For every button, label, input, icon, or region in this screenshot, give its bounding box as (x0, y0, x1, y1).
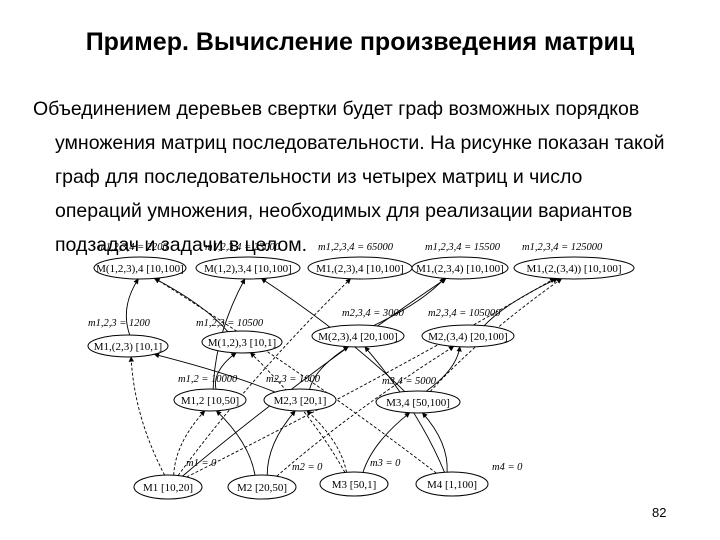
graph-node: M(1,2,3),4 [10,100] m1,2,3,4 = 2200 (93, 242, 187, 280)
node-cost-label: m1,2,3,4 = 2200 (98, 242, 169, 253)
graph-edge (182, 278, 447, 477)
graph-edge (422, 412, 448, 473)
graph-node: M3 [50,1] m3 = 0 (319, 458, 401, 497)
graph-node: M1,(2,3) [10,1] m1,2,3 = 1200 (87, 318, 169, 358)
node-cost-label: m1,2,3 = 1200 (88, 318, 151, 329)
graph-edge (214, 352, 237, 390)
graph-node: M2 [20,50] m2 = 0 (227, 462, 323, 500)
node-ellipse (513, 256, 635, 280)
graph-node: M(2,3),4 [20,100] m2,3,4 = 3000 (311, 308, 405, 348)
paragraph-line: подзадач и задачи в целом. (55, 234, 308, 256)
node-ellipse (263, 388, 337, 412)
graph-node: M3,4 [50,100] m3,4 = 5000 (375, 376, 461, 414)
node-ellipse (319, 471, 389, 497)
graph-edge (128, 356, 165, 476)
node-cost-label: m4 = 0 (492, 462, 523, 473)
graph-edges (125, 277, 563, 478)
graph-edge (153, 278, 229, 332)
node-label: M1,(2,(3,4)) [10,100] (526, 263, 621, 275)
graph-node: M1,(2,(3,4)) [10,100] m1,2,3,4 = 125000 (513, 242, 635, 280)
graph-edge (250, 352, 346, 473)
graph-edge (266, 410, 296, 476)
node-label: M(1,2),3,4 [10,100] (204, 263, 292, 275)
node-cost-label: m1 = 0 (186, 458, 217, 469)
paragraph-line: Объединением деревьев свертки будет граф… (33, 98, 640, 120)
description-paragraph: Объединением деревьев свертки будет граф… (33, 92, 693, 262)
node-cost-label: m2,3,4 = 3000 (342, 308, 405, 319)
node-cost-label: m3 = 0 (370, 458, 401, 469)
node-cost-label: m1,2,3 = 10500 (196, 318, 264, 329)
graph-node: M1,(2,3,4) [10,100] m1,2,3,4 = 15500 (411, 242, 509, 280)
graph-node: M2,(3,4) [20,100] m2,3,4 = 105000 (421, 308, 515, 348)
graph-edge (483, 278, 559, 327)
page-number: 82 (652, 505, 667, 520)
node-ellipse (93, 256, 187, 280)
node-label: M1,(2,3) [10,1] (94, 341, 162, 353)
node-ellipse (411, 256, 509, 280)
node-ellipse (311, 324, 405, 348)
graph-node: M1,(2,3),4 [10,100] m1,2,3,4 = 65000 (307, 242, 413, 280)
graph-edge (173, 410, 206, 476)
node-ellipse (87, 334, 169, 358)
paragraph-line: граф для последовательности из четырех м… (55, 166, 583, 188)
graph-edge (125, 278, 139, 336)
graph-edge (362, 412, 411, 473)
node-ellipse (173, 388, 247, 412)
node-ellipse (227, 474, 297, 500)
graph-node: M(1,2),3,4 [10,100] m1,2,3,4 = 23000 (195, 242, 301, 280)
node-cost-label: m1,2,3,4 = 65000 (318, 242, 394, 253)
graph-edge (306, 410, 347, 473)
node-label: M2,(3,4) [20,100] (428, 331, 507, 343)
node-label: M3,4 [50,100] (386, 397, 450, 409)
paragraph-line: умножения матриц последовательности. На … (55, 132, 665, 154)
node-label: M1 [10,20] (143, 482, 193, 494)
node-label: M2 [20,50] (237, 482, 287, 494)
node-label: M(2,3),4 [20,100] (318, 331, 397, 343)
node-cost-label: m3,4 = 5000 (382, 376, 437, 387)
node-ellipse (375, 390, 461, 414)
node-label: M(1,2,3),4 [10,100] (96, 263, 184, 275)
graph-edge (154, 278, 437, 474)
paragraph-line: операций умножения, необходимых для реал… (55, 200, 633, 222)
node-ellipse (133, 474, 203, 500)
graph-edge (216, 410, 256, 476)
graph-node: M2,3 [20,1] m2,3 = 1000 (263, 374, 337, 412)
node-label: M3 [50,1] (332, 479, 377, 491)
node-cost-label: m1,2,3,4 = 23000 (205, 242, 281, 253)
node-cost-label: m2 = 0 (292, 462, 323, 473)
node-label: M1,2 [10,50] (181, 395, 239, 407)
node-label: M(1,2),3 [10,1] (208, 337, 276, 349)
node-label: M2,3 [20,1] (274, 395, 327, 407)
slide-title: Пример. Вычисление произведения матриц (85, 28, 635, 56)
node-cost-label: m2,3,4 = 105000 (428, 308, 501, 319)
node-cost-label: m2,3 = 1000 (266, 374, 321, 385)
node-ellipse (421, 324, 515, 348)
node-label: M1,(2,3),4 [10,100] (316, 263, 404, 275)
node-label: M1,(2,3,4) [10,100] (416, 263, 504, 275)
graph-edge (276, 346, 455, 477)
graph-node: M1 [10,20] m1 = 0 (133, 458, 217, 500)
node-cost-label: m1,2,3,4 = 125000 (522, 242, 603, 253)
node-cost-label: m1,2,3,4 = 15500 (425, 242, 501, 253)
node-label: M4 [1,100] (427, 479, 477, 491)
graph-edge (425, 346, 462, 392)
node-ellipse (195, 256, 301, 280)
graph-nodes: M(1,2,3),4 [10,100]m1,2,3,4 = 2200M(1,2)… (87, 242, 635, 500)
node-cost-label: m1,2 = 10000 (178, 374, 238, 385)
graph-node: M1,2 [10,50] m1,2 = 10000 (173, 374, 247, 412)
graph-edge (153, 352, 276, 393)
graph-edge (186, 278, 556, 478)
node-ellipse (201, 330, 283, 354)
graph-edge (177, 278, 351, 476)
graph-node: M4 [1,100] m4 = 0 (415, 462, 523, 497)
node-ellipse (415, 471, 489, 497)
graph-node: M(1,2),3 [10,1] m1,2,3 = 10500 (196, 318, 283, 354)
